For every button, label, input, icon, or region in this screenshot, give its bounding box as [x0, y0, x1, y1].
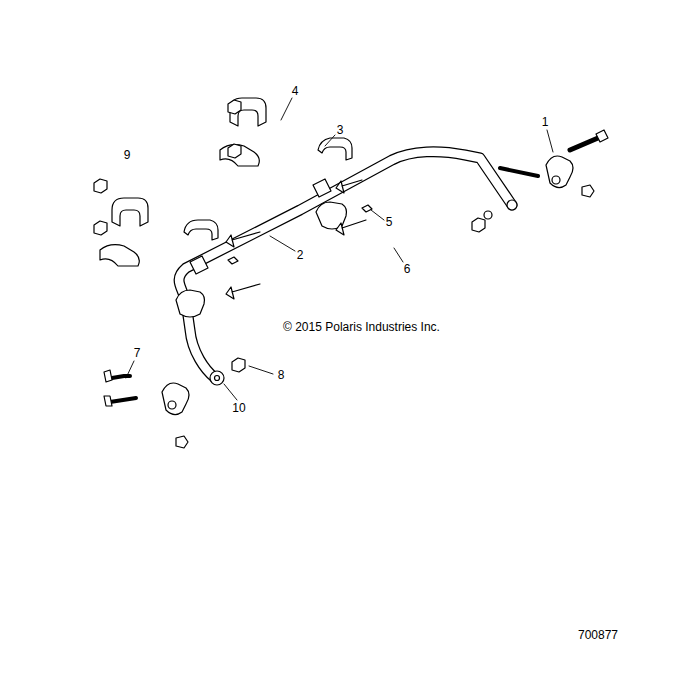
- note-text: © 2015 Polaris Industries Inc.: [283, 321, 440, 333]
- callout-number: 7: [134, 347, 141, 359]
- callout-number: 3: [337, 124, 344, 136]
- callout-number: 9: [124, 149, 131, 161]
- callout-number: 10: [232, 402, 245, 414]
- callout-number: 5: [386, 216, 393, 228]
- leader-lines: [126, 98, 553, 400]
- callout-number: 1: [542, 116, 549, 128]
- note-text: 700877: [578, 629, 618, 641]
- callout-number: 2: [297, 249, 304, 261]
- callout-number: 6: [404, 263, 411, 275]
- callout-number: 4: [292, 85, 299, 97]
- callout-number: 8: [278, 369, 285, 381]
